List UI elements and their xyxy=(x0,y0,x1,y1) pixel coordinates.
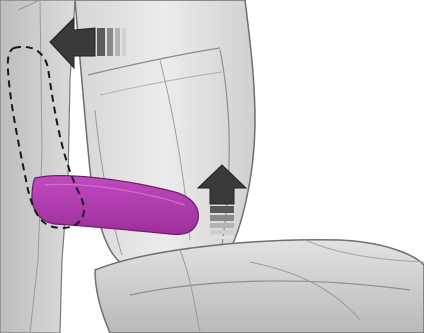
figure xyxy=(0,0,424,333)
seat-illustration xyxy=(0,0,424,333)
